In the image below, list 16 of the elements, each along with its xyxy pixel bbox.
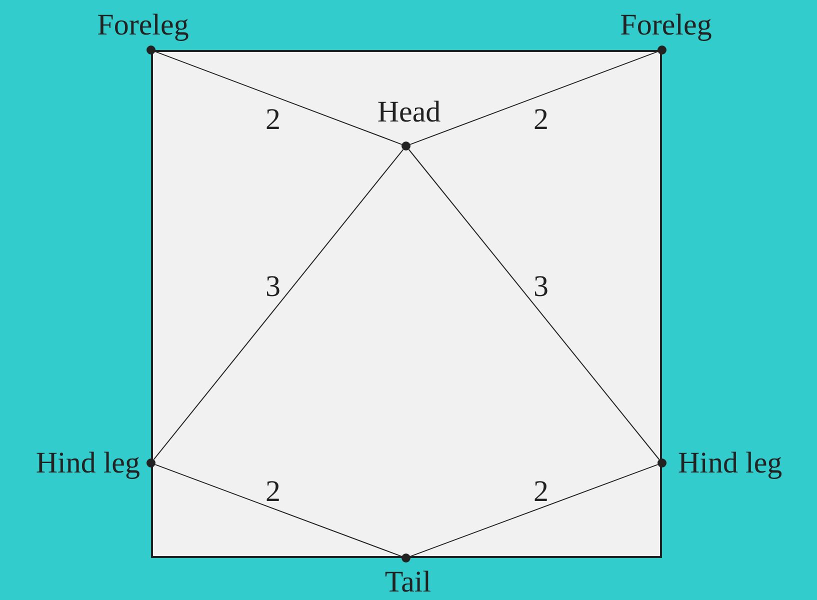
edge-label: 2 <box>266 105 280 135</box>
vertex-label: Foreleg <box>620 10 712 40</box>
connector-line <box>154 464 402 557</box>
connector-line <box>408 149 660 460</box>
edge-label: 2 <box>534 105 548 135</box>
edge-label: 3 <box>534 272 548 302</box>
vertex-label: Hind leg <box>678 448 782 478</box>
vertex-label: Tail <box>384 567 432 597</box>
edge-label: 2 <box>534 477 548 507</box>
vertex-label: Foreleg <box>97 10 189 40</box>
edge-label: 3 <box>266 272 280 302</box>
vertex-label: Hind leg <box>36 448 140 478</box>
connector-line <box>410 464 658 557</box>
connector-line <box>153 149 404 460</box>
edge-label: 2 <box>266 477 280 507</box>
vertex-label: Head <box>377 97 441 127</box>
